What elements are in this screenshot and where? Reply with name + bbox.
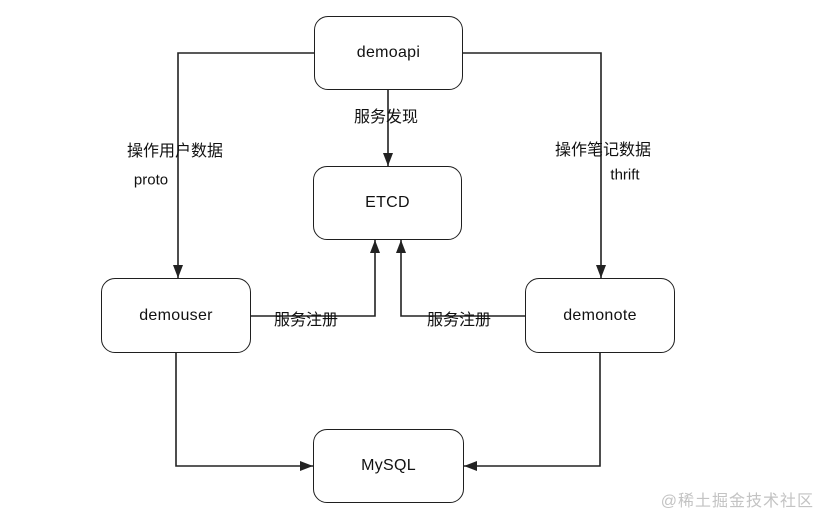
watermark-text: @稀土掘金技术社区 [660, 493, 814, 510]
edge-demouser-to-etcd [251, 240, 380, 317]
edge-demouser-to-mysql [175, 353, 313, 471]
node-demoapi-label: demoapi [356, 44, 421, 61]
edge-demonote-to-etcd [396, 240, 525, 317]
edge-label-note-protocol: thrift [610, 166, 640, 184]
edge-label-service-register-left: 服务注册 [273, 312, 339, 329]
node-demonote-label: demonote [563, 306, 637, 324]
node-demouser-label: demouser [139, 306, 213, 324]
node-mysql: MySQL [313, 429, 464, 503]
edge-label-service-register-right: 服务注册 [426, 312, 492, 329]
edge-label-note-data: 操作笔记数据 [554, 142, 652, 159]
node-etcd: ETCD [313, 166, 462, 240]
edge-label-user-data: 操作用户数据 [126, 143, 224, 160]
edge-demoapi-to-demouser [173, 52, 314, 278]
edge-demoapi-to-demonote [463, 52, 606, 278]
node-demoapi: demoapi [314, 16, 463, 90]
edge-demonote-to-mysql [464, 353, 601, 471]
node-etcd-label: ETCD [365, 194, 410, 211]
edge-label-user-protocol: proto [133, 171, 169, 189]
node-mysql-label: MySQL [361, 457, 416, 474]
node-demonote: demonote [525, 278, 675, 353]
node-demouser: demouser [101, 278, 251, 353]
edge-label-service-discovery: 服务发现 [353, 109, 419, 126]
